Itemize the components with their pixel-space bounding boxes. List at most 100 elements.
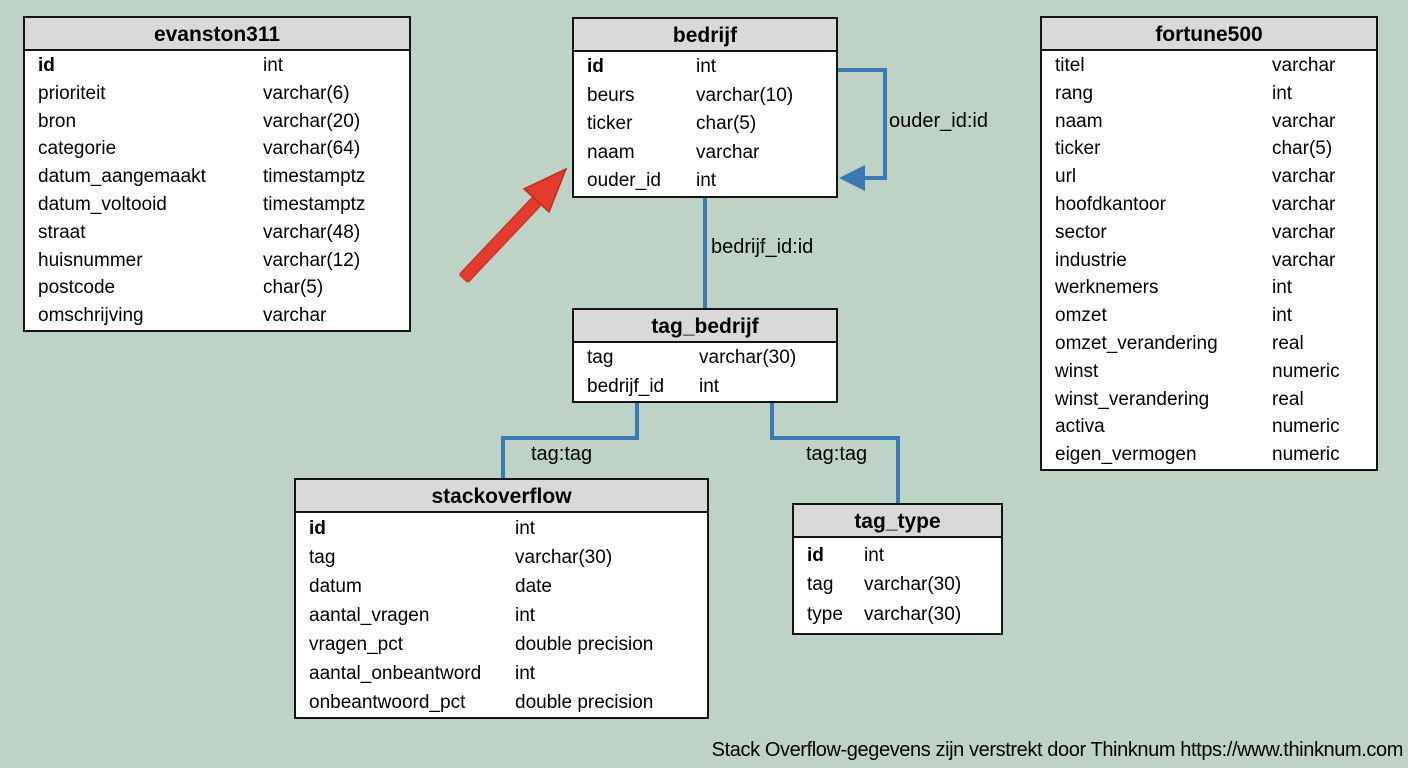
field-name: prioriteit <box>38 82 106 104</box>
field-type: varchar <box>696 141 760 163</box>
field-type: double precision <box>515 692 654 713</box>
field-type: varchar <box>1272 110 1336 132</box>
field-row: naam varchar <box>1042 108 1376 136</box>
field-type: real <box>1272 388 1304 410</box>
field-row: id int <box>296 514 707 543</box>
field-row: sector varchar <box>1042 219 1376 247</box>
field-row: url varchar <box>1042 163 1376 191</box>
field-type: timestamptz <box>263 193 366 215</box>
field-row: id int <box>25 52 409 80</box>
field-type: varchar(6) <box>263 82 350 104</box>
field-name: categorie <box>38 138 117 160</box>
field-row: ticker char(5) <box>1042 135 1376 163</box>
field-type: varchar(30) <box>864 603 962 625</box>
field-type: varchar(64) <box>263 138 361 160</box>
field-name: titel <box>1055 55 1085 76</box>
field-type: numeric <box>1272 444 1340 466</box>
field-type: varchar <box>1272 249 1336 271</box>
field-row: tag varchar(30) <box>574 344 836 373</box>
table-evanston311: evanston311 id int prioriteit varchar(6) bro… <box>23 16 411 332</box>
field-type: int <box>864 545 885 566</box>
field-type: int <box>1272 277 1293 299</box>
field-type: varchar <box>263 305 327 327</box>
field-type: varchar(10) <box>696 84 794 106</box>
field-type: varchar(30) <box>699 347 797 368</box>
field-name: onbeantwoord_pct <box>309 692 466 713</box>
field-row: prioriteit varchar(6) <box>25 80 409 108</box>
field-name: industrie <box>1055 249 1127 271</box>
field-type: numeric <box>1272 416 1340 438</box>
field-name: type <box>807 603 843 625</box>
field-type: int <box>696 170 717 192</box>
table-title: evanston311 <box>153 23 281 46</box>
table-header: stackoverflow <box>296 480 707 513</box>
relation-label-ouder-id: ouder_id:id <box>889 110 988 132</box>
relation-label-tag-stackoverflow: tag:tag <box>531 443 593 465</box>
relation-label-bedrijf-id: bedrijf_id:id <box>711 236 814 258</box>
field-name: beurs <box>587 84 635 106</box>
field-type: int <box>263 55 284 76</box>
field-type: numeric <box>1272 360 1340 382</box>
field-type: varchar <box>1272 221 1336 243</box>
field-type: varchar(12) <box>263 249 361 271</box>
table-title: bedrijf <box>672 24 738 47</box>
field-name: ticker <box>1055 138 1101 160</box>
field-name: eigen_vermogen <box>1055 444 1197 466</box>
table-title: tag_type <box>854 510 941 533</box>
field-name: omzet <box>1055 305 1107 327</box>
field-name: naam <box>1055 110 1103 132</box>
field-type: varchar <box>1272 166 1336 188</box>
field-row: type varchar(30) <box>794 600 1001 629</box>
field-name: datum <box>309 576 362 597</box>
field-name: id <box>309 518 326 539</box>
field-row: ouder_id int <box>574 167 836 196</box>
table-title: stackoverflow <box>431 485 572 508</box>
field-row: categorie varchar(64) <box>25 135 409 163</box>
field-name: id <box>807 545 824 566</box>
field-name: naam <box>587 141 635 163</box>
field-name: aantal_vragen <box>309 605 430 626</box>
field-type: varchar <box>1272 55 1336 76</box>
table-header: bedrijf <box>574 19 836 52</box>
field-name: straat <box>38 221 86 243</box>
field-type: varchar(48) <box>263 221 361 243</box>
field-name: hoofdkantoor <box>1055 193 1166 215</box>
field-type: char(5) <box>263 277 324 299</box>
field-name: aantal_onbeantword <box>309 663 482 684</box>
table-header: evanston311 <box>25 18 409 51</box>
field-type: int <box>515 518 536 539</box>
field-type: int <box>696 56 717 77</box>
field-name: url <box>1055 166 1077 188</box>
field-row: straat varchar(48) <box>25 219 409 247</box>
field-name: ouder_id <box>587 170 661 192</box>
field-type: varchar(30) <box>515 547 613 568</box>
red-arrow-icon <box>459 167 568 283</box>
field-name: id <box>38 55 55 76</box>
field-name: vragen_pct <box>309 634 404 655</box>
field-row: activa numeric <box>1042 413 1376 441</box>
attribution-caption: Stack Overflow-gegevens zijn verstrekt d… <box>711 739 1404 761</box>
field-name: sector <box>1055 221 1107 243</box>
field-name: tag <box>587 347 614 368</box>
field-name: tag <box>309 547 336 568</box>
field-type: char(5) <box>1272 138 1333 160</box>
field-name: activa <box>1055 416 1105 438</box>
table-header: tag_type <box>794 505 1001 538</box>
